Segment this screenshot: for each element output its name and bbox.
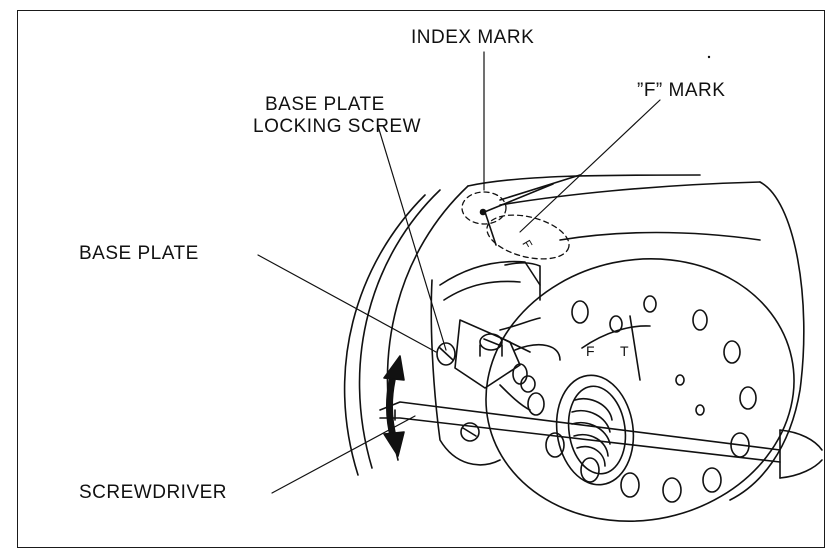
timing-mark-lines (479, 174, 581, 246)
index-mark-label: INDEX MARK (411, 27, 535, 48)
f-mark-label: ”F” MARK (637, 80, 726, 101)
contact-point-screw (479, 333, 503, 357)
housing-outline (343, 174, 701, 476)
screwdriver-label: SCREWDRIVER (79, 482, 228, 503)
screwdriver-tool (379, 401, 823, 479)
stray-dot (707, 55, 711, 59)
base-plate-locking-screw (436, 342, 456, 366)
rotor-f-glyph: F (586, 343, 595, 359)
locking-screw-label-line2: LOCKING SCREW (253, 116, 422, 137)
locking-screw-label-line1: BASE PLATE (265, 94, 385, 115)
small-f-glyph: F (519, 238, 535, 251)
rotor-drum (485, 181, 805, 522)
rotor-t-glyph: T (620, 343, 629, 359)
rotor-mark-glyphs: F F T (519, 238, 629, 360)
base-plate-assembly (430, 260, 561, 466)
figure-border (17, 10, 825, 548)
rotor-window (581, 315, 651, 381)
leader-lines (257, 51, 661, 494)
index-mark-callout (461, 191, 570, 260)
rotor-holes (512, 295, 757, 503)
lower-screw (460, 375, 536, 442)
base-plate-label: BASE PLATE (79, 243, 199, 264)
